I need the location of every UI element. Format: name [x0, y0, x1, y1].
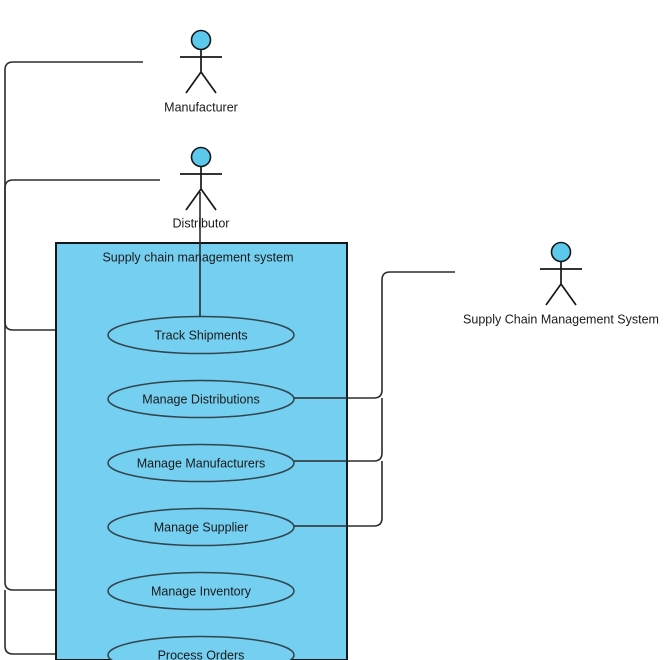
link-manage-supplier-to-scms[interactable] [294, 461, 383, 527]
use-case-process-orders[interactable]: Process Orders [107, 635, 295, 660]
link-manage-distributions-to-scms[interactable] [294, 271, 455, 399]
use-case-label: Manage Inventory [151, 584, 252, 598]
use-case-manage-manufacturers[interactable]: Manage Manufacturers [107, 443, 295, 483]
use-case-ellipse[interactable] [107, 635, 295, 660]
actor-head-icon [190, 29, 212, 51]
actor-body-icon [180, 50, 222, 94]
use-case-ellipse[interactable] [107, 507, 295, 547]
use-case-label: Manage Manufacturers [137, 456, 266, 470]
use-case-ellipse[interactable] [107, 443, 295, 483]
association-links-right [294, 271, 455, 527]
association-links-left [4, 61, 160, 655]
use-case-ellipse[interactable] [107, 571, 295, 611]
use-case-label: Manage Distributions [142, 392, 259, 406]
use-case-ellipse[interactable] [107, 379, 295, 419]
actor-body-icon [540, 262, 582, 306]
use-case-label: Process Orders [158, 648, 245, 660]
use-case-ellipse[interactable] [107, 315, 295, 355]
use-case-label: Track Shipments [154, 328, 247, 342]
actor-body-icon [180, 167, 222, 211]
system-boundary-title: Supply chain management system [102, 250, 293, 264]
link-left-rail-to-process-orders[interactable] [4, 590, 110, 655]
actor-manufacturer[interactable]: Manufacturer [164, 29, 238, 115]
use-case-manage-supplier[interactable]: Manage Supplier [107, 507, 295, 547]
actor-distributor[interactable]: Distributor [173, 146, 230, 231]
use-case-manage-inventory[interactable]: Manage Inventory [107, 571, 295, 611]
actor-label: Distributor [173, 216, 230, 230]
actor-head-icon [190, 146, 212, 168]
actor-label: Manufacturer [164, 100, 238, 114]
actor-label: Supply Chain Management System [463, 312, 659, 326]
link-manage-manufacturers-to-scms[interactable] [294, 398, 383, 462]
link-distributor-to-manage-inventory[interactable] [4, 179, 160, 591]
use-case-manage-distributions[interactable]: Manage Distributions [107, 379, 295, 419]
actor-head-icon [550, 241, 572, 263]
actor-supply-chain-management-system[interactable]: Supply Chain Management System [463, 241, 659, 327]
use-case-track-shipments[interactable]: Track Shipments [107, 315, 295, 355]
use-case-label: Manage Supplier [154, 520, 249, 534]
